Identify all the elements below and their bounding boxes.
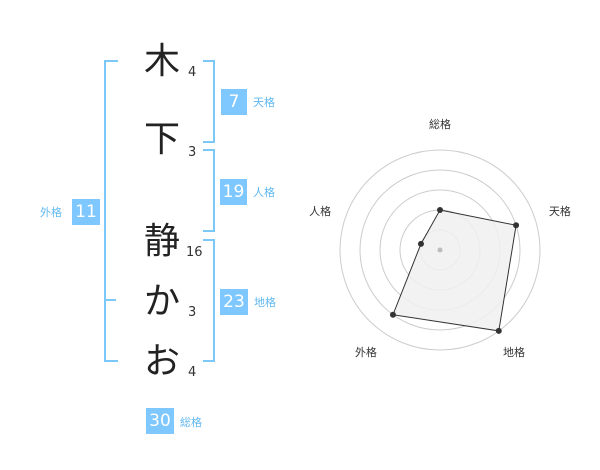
stroke-count-2: 3: [188, 145, 197, 160]
jinkaku-label: 人格: [253, 186, 275, 199]
tenkaku-bracket: [203, 60, 215, 143]
gaikaku-value: 11: [72, 199, 100, 225]
name-char-3: 静: [143, 221, 180, 262]
soukaku-value: 30: [146, 408, 174, 434]
radar-point-3: [495, 327, 502, 334]
name-char-5: お: [143, 341, 180, 382]
radar-point-4: [389, 311, 396, 318]
chikaku-value: 23: [220, 289, 248, 315]
chikaku-bracket: [203, 239, 215, 362]
radar-axis-label-5: 人格: [309, 204, 331, 218]
stroke-count-1: 4: [188, 65, 197, 80]
soukaku-label: 総格: [180, 416, 202, 429]
radar-point-5: [417, 240, 424, 247]
tenkaku-label: 天格: [253, 96, 275, 109]
tenkaku-value: 7: [221, 89, 247, 115]
name-char-1: 木: [143, 41, 180, 82]
radar-axis-label-1: 総格: [429, 117, 451, 131]
name-char-4: か: [143, 281, 180, 322]
stroke-count-5: 4: [188, 365, 197, 380]
stroke-count-3: 16: [186, 245, 203, 260]
jinkaku-bracket: [203, 149, 215, 232]
radar-point-2: [513, 222, 520, 229]
radar-grid-ring: [359, 169, 521, 331]
radar-axis-label-2: 天格: [549, 204, 571, 218]
stroke-count-4: 3: [188, 305, 197, 320]
gaikaku-bracket-tick: [104, 299, 116, 301]
gaikaku-bracket: [104, 60, 118, 362]
gaikaku-label: 外格: [40, 206, 62, 219]
radar-grid-ring: [339, 149, 541, 351]
jinkaku-value: 19: [220, 179, 247, 205]
radar-series-area: [392, 209, 517, 332]
radar-axis-label-4: 外格: [355, 345, 377, 359]
radar-center-dot: [437, 247, 443, 253]
name-char-2: 下: [143, 119, 180, 160]
radar-point-1: [437, 207, 443, 213]
chikaku-label: 地格: [254, 296, 276, 309]
radar-axis-label-3: 地格: [503, 345, 525, 359]
